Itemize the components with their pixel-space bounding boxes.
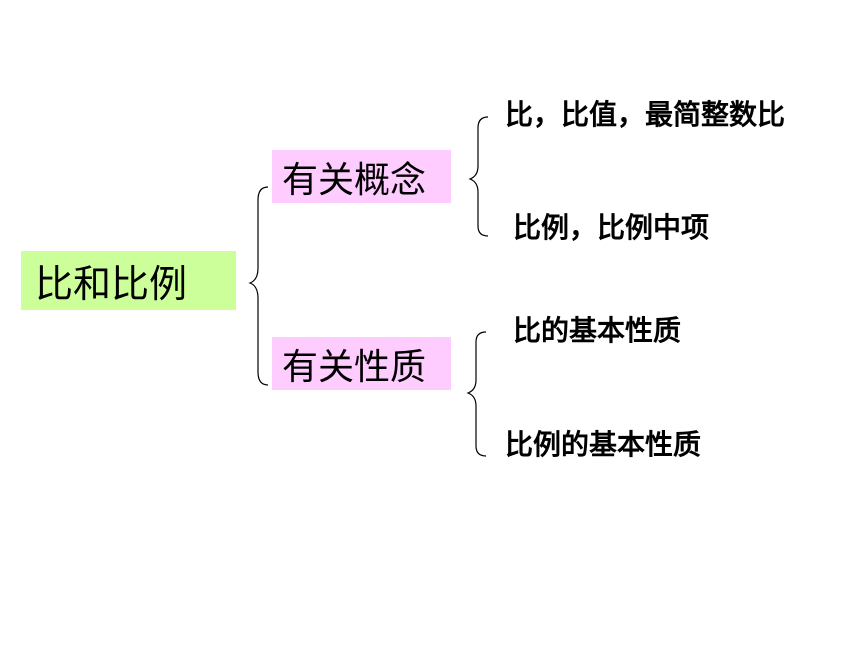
- branch2-brace: [466, 331, 487, 457]
- branch-label: 有关性质: [282, 346, 427, 388]
- root-brace: [248, 186, 269, 386]
- leaf-ratio-concepts: 比，比值，最简整数比: [505, 98, 786, 131]
- leaf-proportion-property: 比例的基本性质: [505, 428, 702, 461]
- branch-label: 有关概念: [282, 159, 427, 201]
- branch-node-properties: 有关性质: [272, 337, 451, 390]
- root-node: 比和比例: [21, 251, 236, 310]
- branch-node-concepts: 有关概念: [272, 150, 451, 203]
- root-label: 比和比例: [35, 262, 188, 306]
- branch1-brace: [468, 116, 489, 237]
- leaf-proportion-concepts: 比例，比例中项: [513, 211, 710, 244]
- leaf-ratio-property: 比的基本性质: [513, 314, 682, 347]
